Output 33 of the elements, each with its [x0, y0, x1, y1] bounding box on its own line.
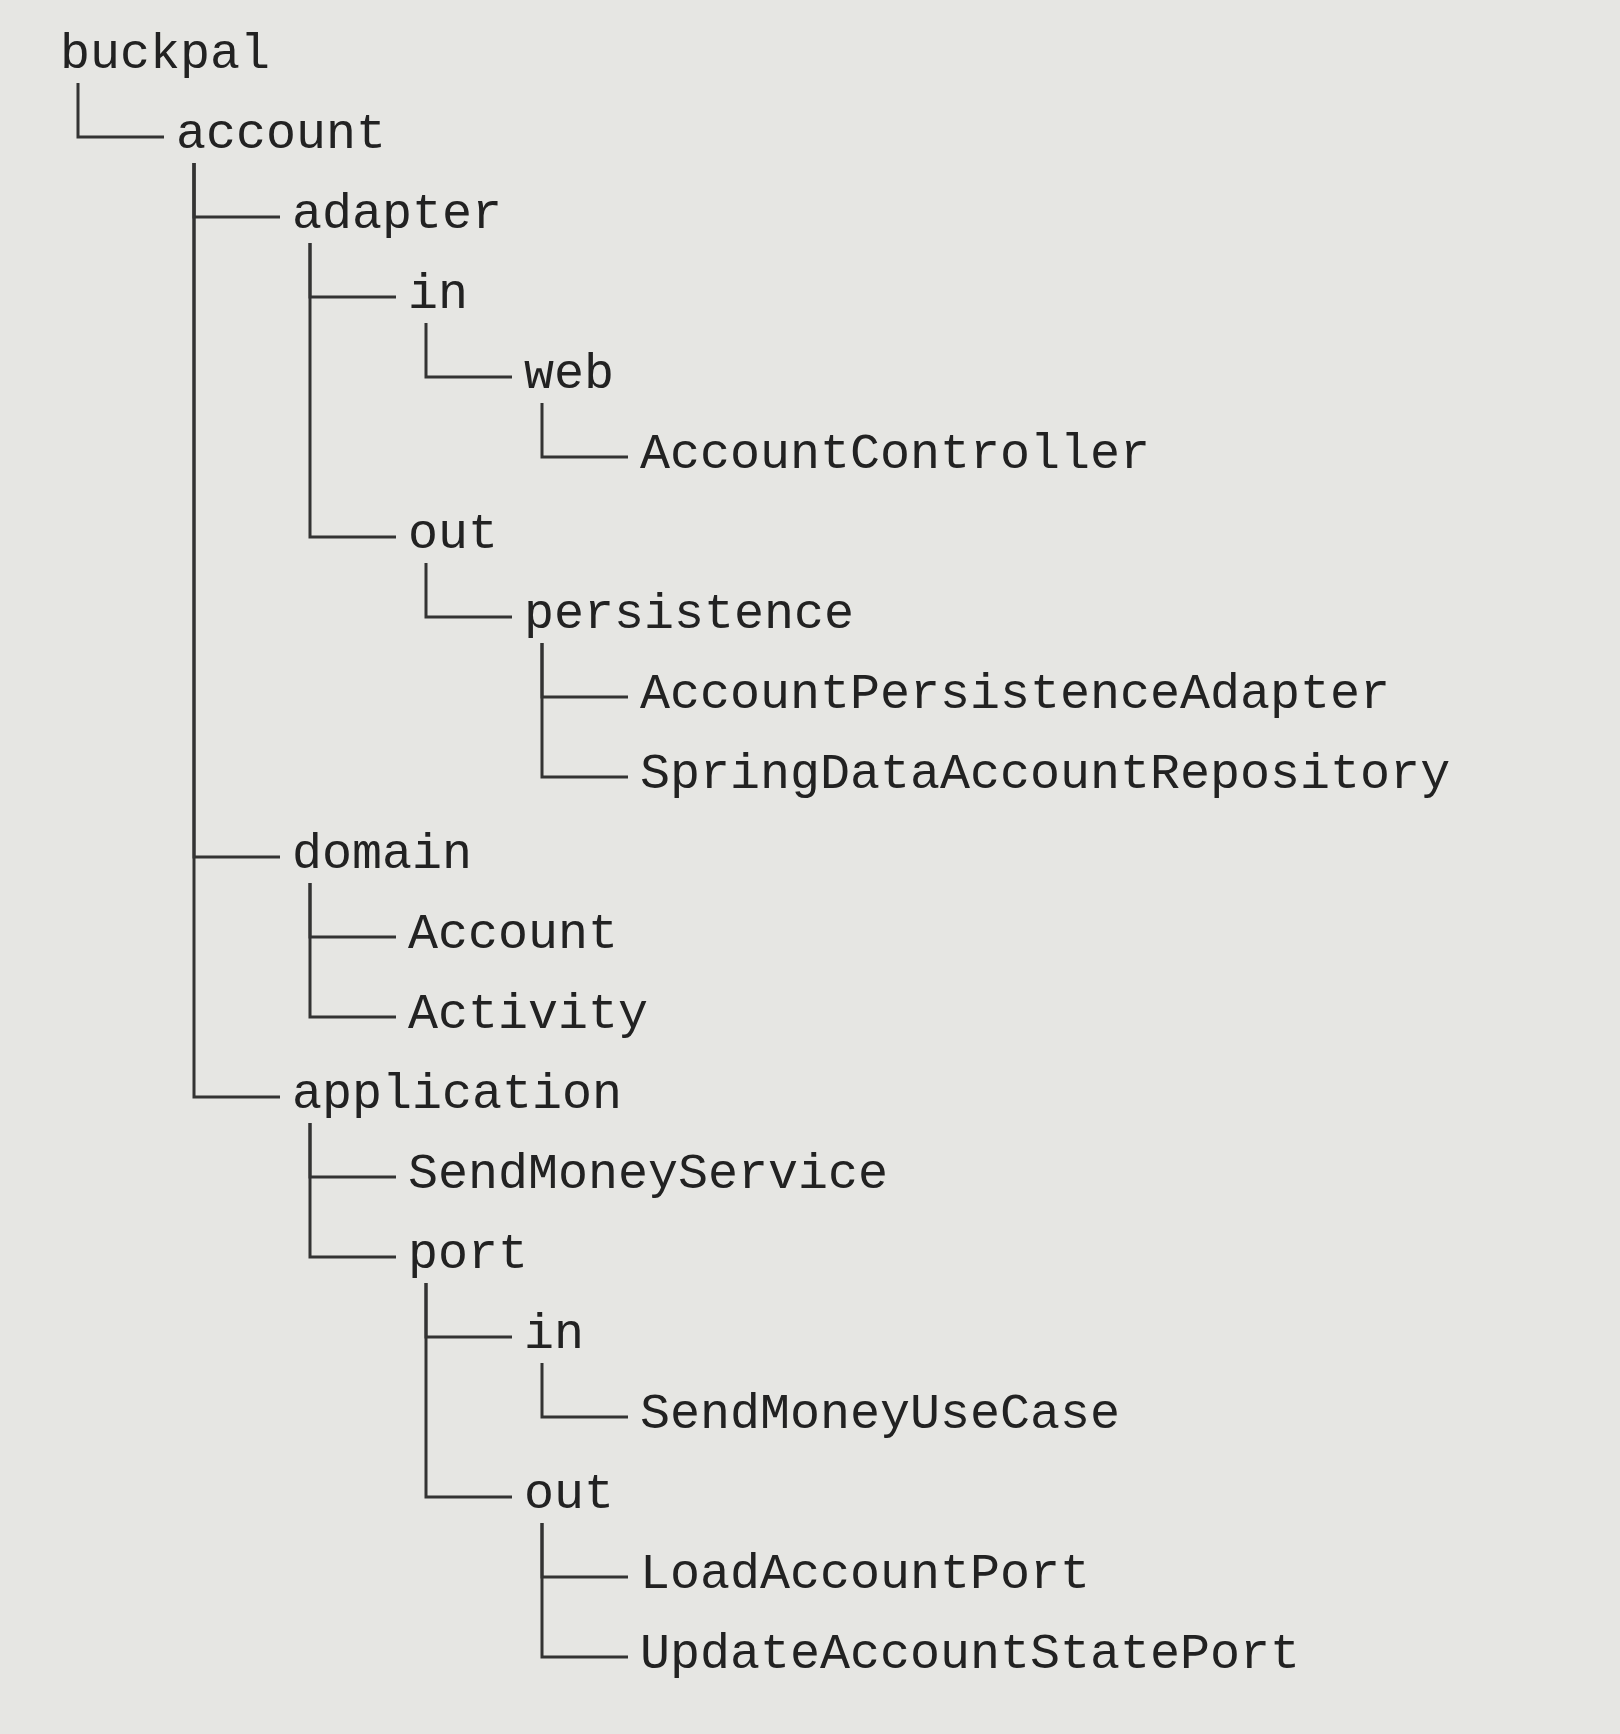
tree-item-label: domain	[292, 827, 473, 883]
tree-connector	[540, 1363, 628, 1419]
tree-connector	[424, 323, 512, 379]
tree-item-label: Activity	[408, 987, 649, 1043]
tree-item-label: AccountController	[640, 427, 1151, 483]
tree-item-label: in	[408, 267, 468, 323]
tree-item-label: web	[524, 347, 614, 403]
tree-item-label: persistence	[524, 587, 855, 643]
tree-item-label: adapter	[292, 187, 503, 243]
tree-connector	[76, 83, 164, 139]
tree-item-label: out	[408, 507, 498, 563]
tree-connector	[540, 643, 628, 779]
tree-connector	[308, 243, 396, 539]
tree-connector	[308, 1123, 396, 1259]
tree-item-label: AccountPersistenceAdapter	[640, 667, 1391, 723]
tree-item-label: application	[292, 1067, 623, 1123]
tree-item-label: UpdateAccountStatePort	[640, 1627, 1301, 1683]
tree-item-label: port	[408, 1227, 529, 1283]
tree-connector	[424, 563, 512, 619]
tree-item-label: SpringDataAccountRepository	[640, 747, 1451, 803]
tree-connector	[424, 1283, 512, 1499]
tree-item-label: out	[524, 1467, 614, 1523]
tree-item-label: LoadAccountPort	[640, 1547, 1091, 1603]
tree-connector	[192, 163, 280, 1099]
tree-item-label: buckpal	[60, 27, 271, 83]
tree-connector	[540, 403, 628, 459]
tree-item-label: in	[524, 1307, 584, 1363]
tree-item-label: SendMoneyService	[408, 1147, 889, 1203]
tree-item-label: SendMoneyUseCase	[640, 1387, 1121, 1443]
tree-item-label: account	[176, 107, 387, 163]
tree-connector	[540, 1523, 628, 1659]
tree-item-label: Account	[408, 907, 619, 963]
tree-connector	[308, 883, 396, 1019]
